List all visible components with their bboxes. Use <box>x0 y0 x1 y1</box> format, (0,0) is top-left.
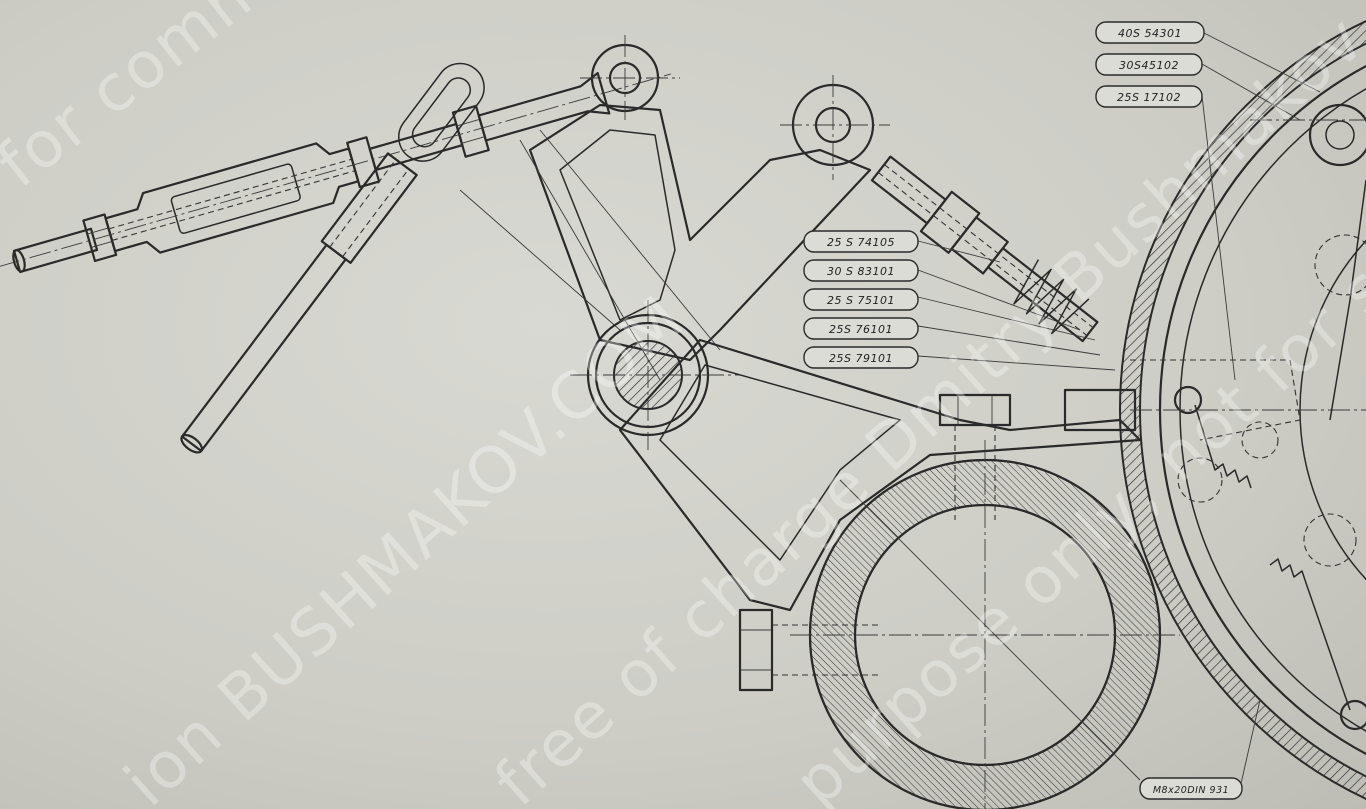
callout-40s54301: 40S 54301 <box>1095 21 1205 44</box>
clamp-ring <box>790 440 1180 809</box>
callout-30s83101: 30 S 83101 <box>803 259 919 282</box>
brake-lever <box>459 103 872 381</box>
callout-label: 25S 76101 <box>829 323 893 336</box>
callout-label: 25 S 75101 <box>827 294 895 307</box>
callout-label: 25S 17102 <box>1117 91 1181 104</box>
callout-label: 30S45102 <box>1119 59 1179 72</box>
callout-25s74105: 25 S 74105 <box>803 230 919 253</box>
pull-rod-assembly <box>0 35 680 274</box>
pivot-boss <box>570 300 740 450</box>
brake-drum <box>1118 20 1366 800</box>
part-callouts: 40S 54301 30S45102 25S 17102 25 S 74105 … <box>803 21 1243 800</box>
callout-25s75101: 25 S 75101 <box>803 288 919 311</box>
callout-label: 25S 79101 <box>829 352 893 365</box>
callout-25s17102: 25S 17102 <box>1095 85 1203 108</box>
adjuster-link <box>780 75 1099 343</box>
callout-25s79101: 25S 79101 <box>803 346 919 369</box>
callout-m8x20din931: M8x20DIN 931 <box>1139 777 1243 800</box>
callout-30s45102: 30S45102 <box>1095 53 1203 76</box>
callout-label: 40S 54301 <box>1118 27 1182 40</box>
cable-guide-assembly <box>180 62 485 454</box>
leader-lines <box>917 32 1321 789</box>
callout-label: 25 S 74105 <box>827 236 895 249</box>
callout-25s76101: 25S 76101 <box>803 317 919 340</box>
watermark-line: for commer <box>0 0 340 203</box>
callout-label: 30 S 83101 <box>827 265 895 278</box>
callout-label: M8x20DIN 931 <box>1153 785 1229 796</box>
